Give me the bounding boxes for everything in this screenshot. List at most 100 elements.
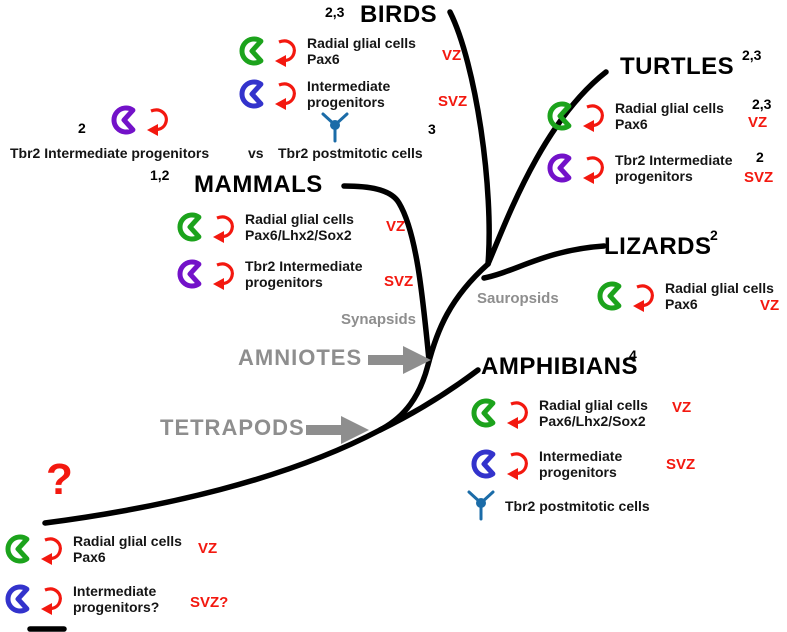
tbr2-intermediate-progenitor-icon xyxy=(546,150,608,191)
zone-label: SVZ xyxy=(438,93,468,110)
taxon-amphibians: AMPHIBIANS xyxy=(481,353,639,380)
radial-glial-cell-icon xyxy=(470,395,532,436)
cell-label: Radial glial cells xyxy=(307,35,416,51)
cell-marker: progenitors xyxy=(615,168,693,184)
zone-label: VZ xyxy=(198,540,218,557)
cell-marker: progenitors xyxy=(245,274,323,290)
mammals-superscript: 1,2 xyxy=(150,167,170,183)
zone-label: SVZ? xyxy=(190,594,229,611)
cell-marker: progenitors? xyxy=(73,599,160,615)
self-renewal-arrow-icon xyxy=(583,156,604,184)
cell-marker: Pax6/Lhx2/Sox2 xyxy=(539,413,646,429)
cell-label: Radial glial cells xyxy=(539,397,648,413)
self-renewal-arrow-icon xyxy=(275,39,296,67)
cell-label: Radial glial cells xyxy=(245,211,354,227)
cell-marker: Pax6 xyxy=(665,296,698,312)
radial-glial-cell-icon xyxy=(238,33,300,74)
tbr2-intermediate-progenitor-row xyxy=(110,102,172,143)
intermediate-progenitor-icon xyxy=(238,76,300,117)
self-renewal-arrow-icon xyxy=(147,108,168,136)
self-renewal-arrow-icon xyxy=(633,284,654,312)
intermediate-progenitor-icon xyxy=(470,446,532,487)
zone-label: SVZ xyxy=(384,273,414,290)
taxon-birds: BIRDS xyxy=(360,1,438,28)
zone-label: VZ xyxy=(386,218,406,235)
cell-marker: Pax6/Lhx2/Sox2 xyxy=(245,227,352,243)
taxon-mammals: MAMMALS xyxy=(194,171,323,198)
tbr2-vs-label: vs xyxy=(248,145,264,161)
postmitotic-neuron-row xyxy=(318,110,352,149)
postmitotic-neuron-icon xyxy=(318,110,352,149)
cell-marker: progenitors xyxy=(307,94,385,110)
zone-label: VZ xyxy=(442,47,462,64)
intermediate-progenitor-icon xyxy=(4,581,66,622)
zone-label: VZ xyxy=(748,114,768,131)
zone-label: VZ xyxy=(760,297,780,314)
birds-superscript: 2,3 xyxy=(325,4,345,20)
tree-branch-mammals xyxy=(341,183,432,363)
self-renewal-arrow-icon xyxy=(213,262,234,290)
tbr2-left-superscript: 2 xyxy=(78,120,86,136)
cell-marker: Pax6 xyxy=(73,549,106,565)
radial-glial-cell-icon xyxy=(176,209,238,250)
radial-glial-cell-icon xyxy=(546,98,608,139)
amniotes-arrow-icon xyxy=(368,346,431,374)
lizards-superscript: 2 xyxy=(710,227,718,243)
tree-branch-birds xyxy=(447,9,492,267)
cell-label: Intermediate xyxy=(73,583,157,599)
cell-label: Radial glial cells xyxy=(665,280,774,296)
turtles-superscript: 2,3 xyxy=(742,47,762,63)
self-renewal-arrow-icon xyxy=(41,587,62,615)
tbr2-right-superscript: 3 xyxy=(428,121,436,137)
self-renewal-arrow-icon xyxy=(507,452,528,480)
zone-label: VZ xyxy=(672,399,692,416)
cell-label: Tbr2 Intermediate xyxy=(245,258,363,274)
taxon-lizards: LIZARDS xyxy=(604,233,712,260)
cell-label: Tbr2 Intermediate xyxy=(615,152,733,168)
zone-label: SVZ xyxy=(744,169,774,186)
cell-marker: Pax6 xyxy=(615,116,648,132)
tree-branch-lizards xyxy=(481,243,607,281)
amphibians-postmitotic-row: Tbr2 postmitotic cells xyxy=(464,488,650,527)
self-renewal-arrow-icon xyxy=(583,104,604,132)
clade-tetrapods: TETRAPODS xyxy=(160,415,305,440)
tbr2-comparison-right: Tbr2 postmitotic cells xyxy=(278,145,423,161)
cell-label: Tbr2 postmitotic cells xyxy=(505,498,650,514)
tetrapods-arrow-icon xyxy=(306,416,369,444)
radial-glial-cell-icon xyxy=(596,278,658,319)
self-renewal-arrow-icon xyxy=(507,401,528,429)
self-renewal-arrow-icon xyxy=(213,215,234,243)
clade-synapsids: Synapsids xyxy=(341,311,417,328)
tree-branch-turtles xyxy=(485,69,609,267)
tree-branch-amphibians xyxy=(377,367,481,433)
cell-label: Radial glial cells xyxy=(73,533,182,549)
cell-label: Radial glial cells xyxy=(615,100,724,116)
amphibians-superscript: 4 xyxy=(629,347,637,363)
tbr2-comparison-left: Tbr2 Intermediate progenitors xyxy=(10,145,210,161)
cell-marker: Pax6 xyxy=(307,51,340,67)
turtles-rgc-superscript: 2,3 xyxy=(752,96,772,112)
cell-label: Intermediate xyxy=(539,448,623,464)
radial-glial-cell-icon xyxy=(4,531,66,572)
clade-amniotes: AMNIOTES xyxy=(238,345,363,370)
clade-sauropsids: Sauropsids xyxy=(477,290,559,307)
self-renewal-arrow-icon xyxy=(275,82,296,110)
cell-label: Intermediate xyxy=(307,78,391,94)
taxon-turtles: TURTLES xyxy=(620,53,735,80)
zone-label: SVZ xyxy=(666,456,696,473)
self-renewal-arrow-icon xyxy=(41,537,62,565)
postmitotic-neuron-icon xyxy=(464,488,498,527)
